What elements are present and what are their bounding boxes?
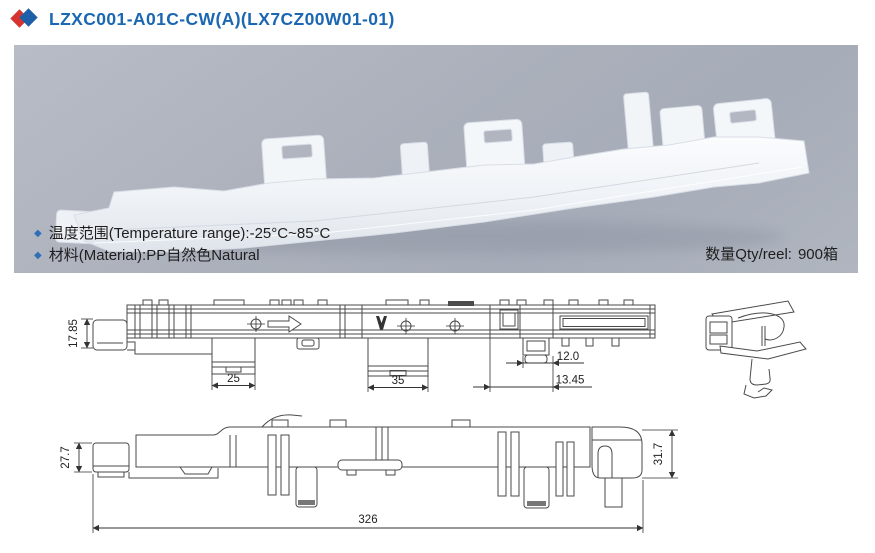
dim-25: 25: [227, 373, 240, 385]
plastic-part: [54, 91, 810, 253]
detail-view-drawing: [705, 300, 807, 399]
qty-label: 数量Qty/reel:: [705, 246, 792, 263]
page-title: LZXC001-A01C-CW(A)(LX7CZ00W01-01): [49, 8, 395, 29]
dim-17-85: 17.85: [68, 319, 80, 348]
dim-13-45: 13.45: [556, 375, 585, 387]
dim-35: 35: [392, 375, 405, 387]
technical-drawings: 17.85 25 35 12.0 13.45: [60, 299, 807, 533]
v-mark: [376, 316, 387, 330]
bullet-diamond-icon: ◆: [34, 228, 42, 239]
top-view-drawing: 17.85 25 35 12.0 13.45: [68, 299, 656, 392]
spec-temperature-text: 温度范围(Temperature range):-25°C~85°C: [48, 225, 331, 242]
spec-material-text: 材料(Material):PP自然色Natural: [48, 247, 260, 264]
qty-per-reel: 数量Qty/reel: 900箱: [705, 243, 838, 264]
crosshair-icon: [247, 316, 464, 334]
dim-27-7: 27.7: [60, 446, 72, 468]
spec-list: ◆ 温度范围(Temperature range):-25°C~85°C ◆ 材料(…: [34, 223, 330, 267]
product-photo-panel: ◆ 温度范围(Temperature range):-25°C~85°C ◆ 材料(…: [14, 45, 858, 273]
dim-12-0: 12.0: [557, 351, 579, 363]
diamond-logo-icon: [10, 7, 40, 31]
header: LZXC001-A01C-CW(A)(LX7CZ00W01-01): [10, 7, 395, 31]
dim-326: 326: [358, 514, 377, 526]
spec-temperature: ◆ 温度范围(Temperature range):-25°C~85°C: [34, 223, 330, 245]
qty-value: 900箱: [797, 246, 838, 263]
dim-31-7: 31.7: [653, 443, 665, 465]
product-photo-illustration: [54, 91, 810, 254]
bullet-diamond-icon: ◆: [34, 250, 42, 261]
spec-material: ◆ 材料(Material):PP自然色Natural: [34, 245, 330, 267]
bottom-view-drawing: 27.7 31.7 326: [60, 414, 678, 533]
rail-ribs: [134, 305, 651, 338]
rail-top-tabs: [142, 299, 634, 306]
direction-arrow-icon: [267, 315, 302, 333]
